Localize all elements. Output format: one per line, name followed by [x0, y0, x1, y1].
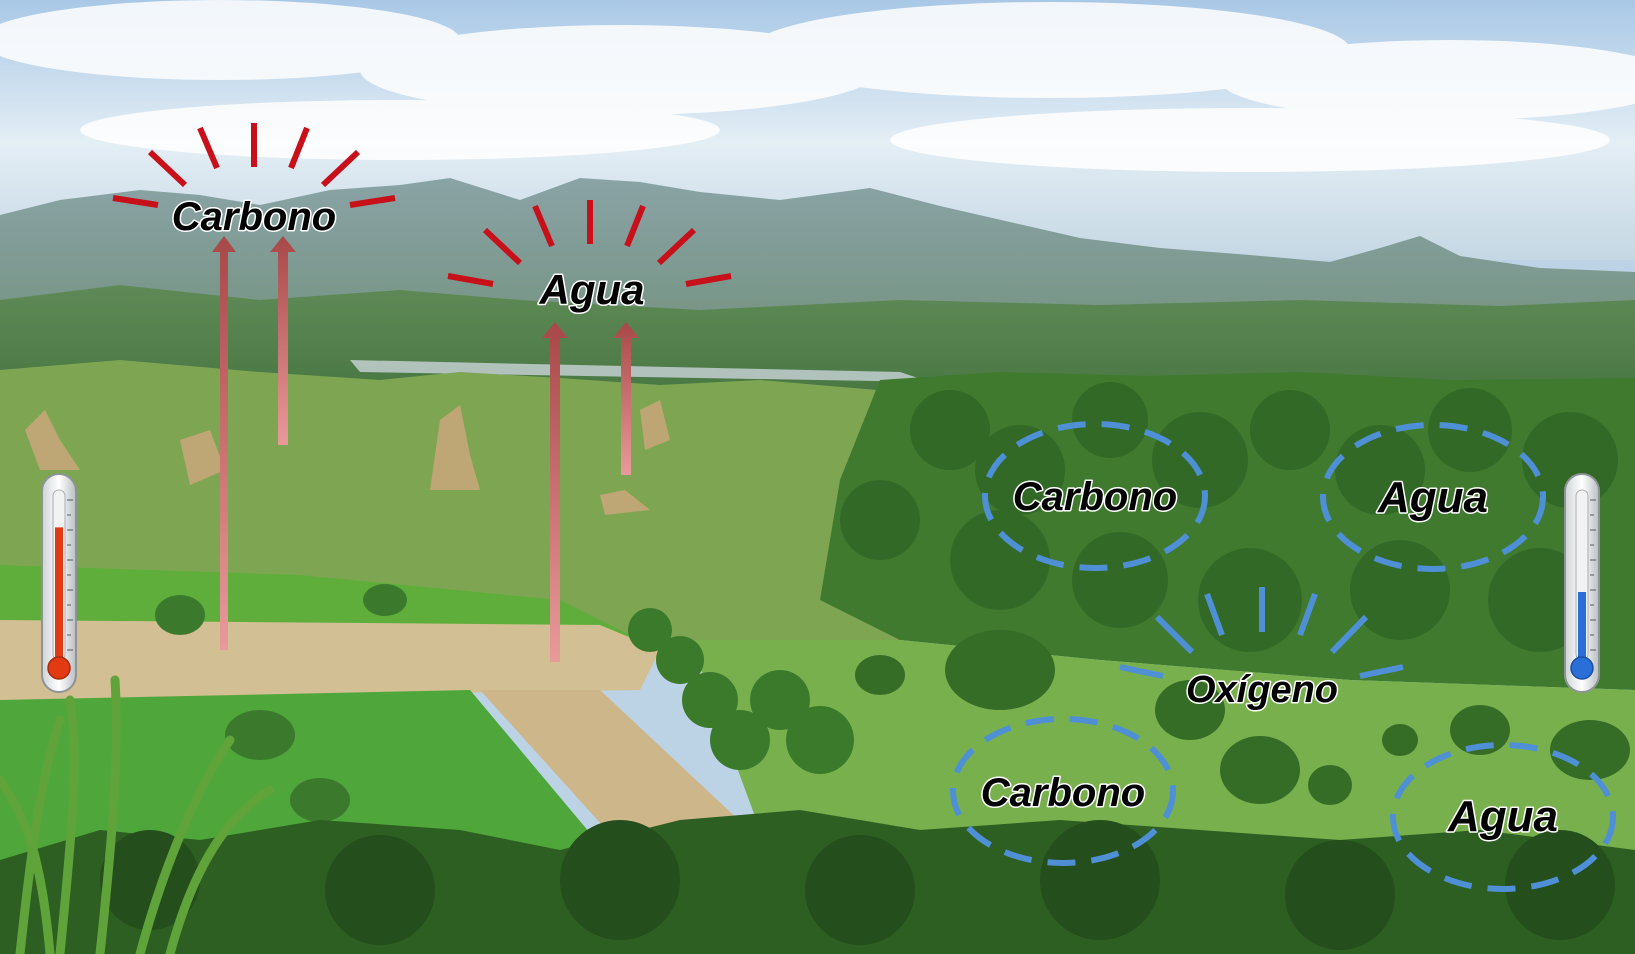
- stored-carbon-top-ring: [982, 421, 1208, 571]
- clouds: [0, 0, 1635, 172]
- arrow-up-1: [212, 236, 236, 650]
- foreground-texture: [100, 820, 1615, 950]
- field-strip: [480, 690, 760, 845]
- grass-blades: [0, 675, 275, 954]
- stored-carbon-bottom-label: Carbono: [981, 771, 1145, 815]
- thermometer-hot-icon: [41, 473, 77, 693]
- stored-carbon-top-label: Carbono: [1013, 475, 1177, 519]
- arrow-up-4: [613, 322, 639, 475]
- oxygen-emission-rays: [1119, 587, 1404, 679]
- released-oxygen-label: Oxígeno: [1186, 669, 1338, 711]
- hedgerow: [628, 608, 854, 774]
- left-hill: [0, 360, 1000, 640]
- hill-erosion: [25, 400, 670, 515]
- bare-field: [0, 620, 660, 700]
- stored-water-bottom-ring: [1390, 742, 1616, 892]
- field-trees: [155, 584, 407, 822]
- stored-water-bottom-label: Agua: [1447, 792, 1558, 841]
- pasture-trees: [855, 630, 1630, 805]
- emission-arrows: [212, 236, 639, 662]
- arrow-up-2: [270, 236, 296, 445]
- arrow-up-3: [542, 322, 568, 662]
- released-water-label: Agua: [539, 266, 645, 313]
- thermometer-cold-icon: [1564, 473, 1600, 693]
- stored-carbon-bottom-ring: [950, 716, 1176, 866]
- river: [350, 360, 930, 382]
- water-emission-rays: [447, 200, 732, 287]
- storage-ellipses: [950, 421, 1616, 892]
- stored-water-top-ring: [1320, 422, 1546, 572]
- stored-water-top-label: Agua: [1377, 473, 1488, 522]
- released-carbon-label: Carbono: [172, 195, 336, 239]
- carbon-emission-rays: [112, 123, 396, 208]
